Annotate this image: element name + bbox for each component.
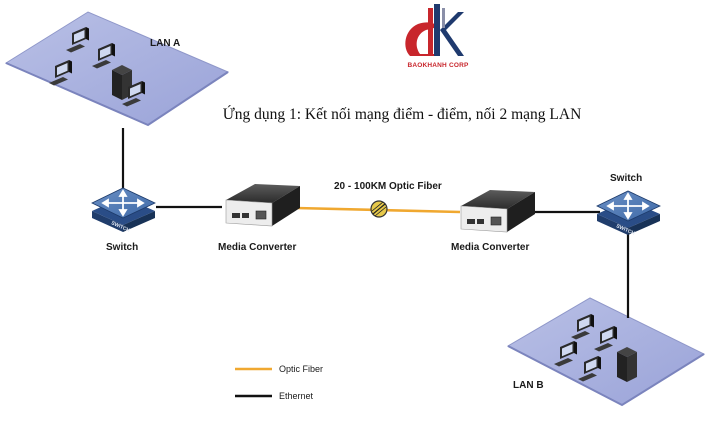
lan-a-label: LAN A [150,38,181,49]
switch-arrows-icon [606,192,650,220]
lan-a-group [4,11,230,127]
diagram-title: Ứng dụng 1: Kết nối mạng điểm - điểm, nố… [222,106,582,123]
fiber-link [295,200,461,218]
converter-left-label: Media Converter [218,242,297,253]
media-converter-left [225,184,300,227]
switch-left: SWITCH [91,187,156,234]
ethernet-links [121,128,630,318]
switch-left-label: Switch [106,242,139,253]
switch-right-label: Switch [610,173,643,184]
brand-name: BAOKHANH CORP [407,62,469,69]
lan-b-group [506,297,706,407]
baokhanh-logo [405,4,464,56]
server-tower-icon [617,347,637,382]
switch-right: SWITCH [596,190,661,237]
converter-right-label: Media Converter [451,242,530,253]
lan-b-label: LAN B [513,380,544,391]
legend-fiber-label: Optic Fiber [279,364,324,374]
fiber-label: 20 - 100KM Optic Fiber [334,181,442,192]
legend-ethernet-label: Ethernet [279,391,314,401]
media-converter-right [460,190,535,233]
switch-arrows-icon [101,189,145,217]
